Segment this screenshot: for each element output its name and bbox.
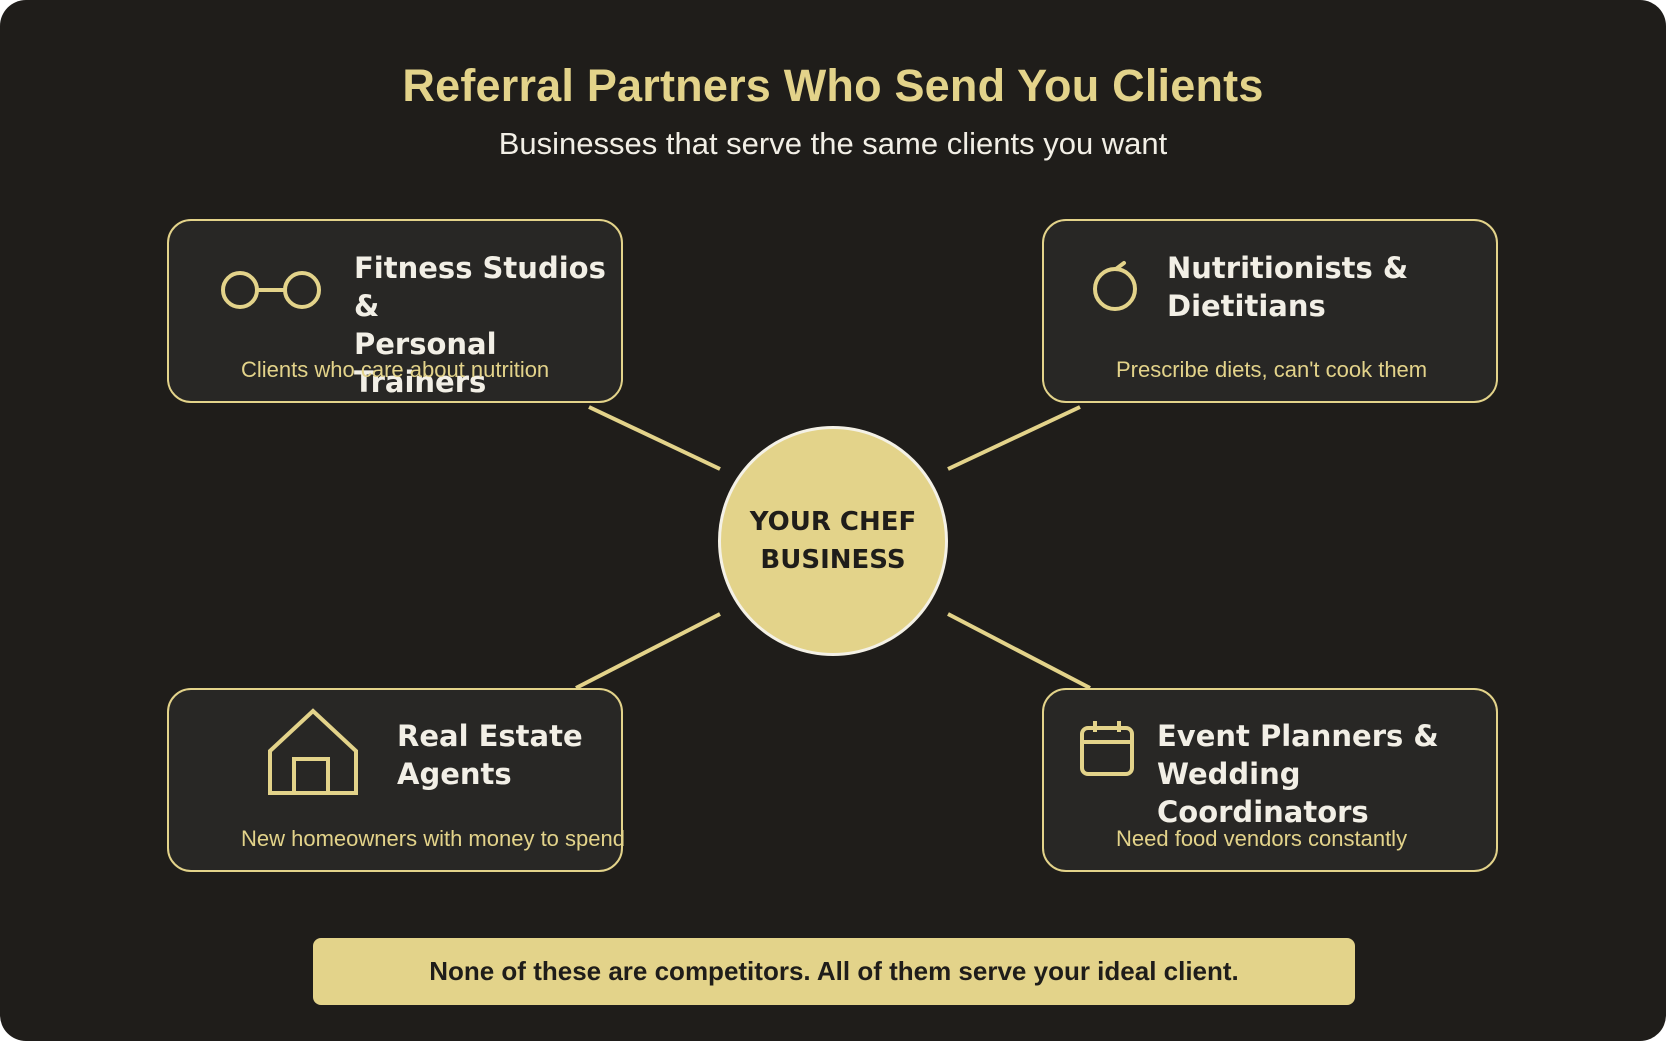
connector-real-estate [575,612,721,690]
partner-description: Need food vendors constantly [1116,826,1408,851]
dumbbell-icon [221,271,321,309]
connector-nutritionists [947,405,1081,471]
hub-label: YOUR CHEF BUSINESS [749,507,917,575]
partner-name: Fitness Studios & Personal Trainers [354,251,606,399]
diagram-subtitle: Businesses that serve the same clients y… [498,126,1168,161]
partner-description: New homeowners with money to spend [241,826,625,851]
partner-description: Clients who care about nutrition [241,357,550,382]
partner-card-nutritionists: Nutritionists & Dietitians Prescribe die… [1042,219,1498,403]
diagram-title: Referral Partners Who Send You Clients [402,60,1264,111]
partner-name: Real Estate Agents [397,719,583,791]
connector-event-planners [947,612,1091,690]
partner-card-event-planners: Event Planners & Wedding Coordinators Ne… [1042,688,1498,872]
takeaway-banner: None of these are competitors. All of th… [313,938,1355,1005]
banner-text: None of these are competitors. All of th… [429,956,1239,986]
partner-card-fitness: Fitness Studios & Personal Trainers Clie… [167,219,623,403]
partner-description: Prescribe diets, can't cook them [1116,357,1428,382]
partner-name: Event Planners & Wedding Coordinators [1157,719,1439,829]
partner-card-real-estate: Real Estate Agents New homeowners with m… [167,688,625,872]
partner-name: Nutritionists & Dietitians [1167,251,1409,323]
house-icon [268,708,358,795]
connector-fitness [588,405,721,471]
hub-circle: YOUR CHEF BUSINESS [718,426,948,656]
apple-icon [1093,261,1137,311]
calendar-icon [1080,721,1134,776]
